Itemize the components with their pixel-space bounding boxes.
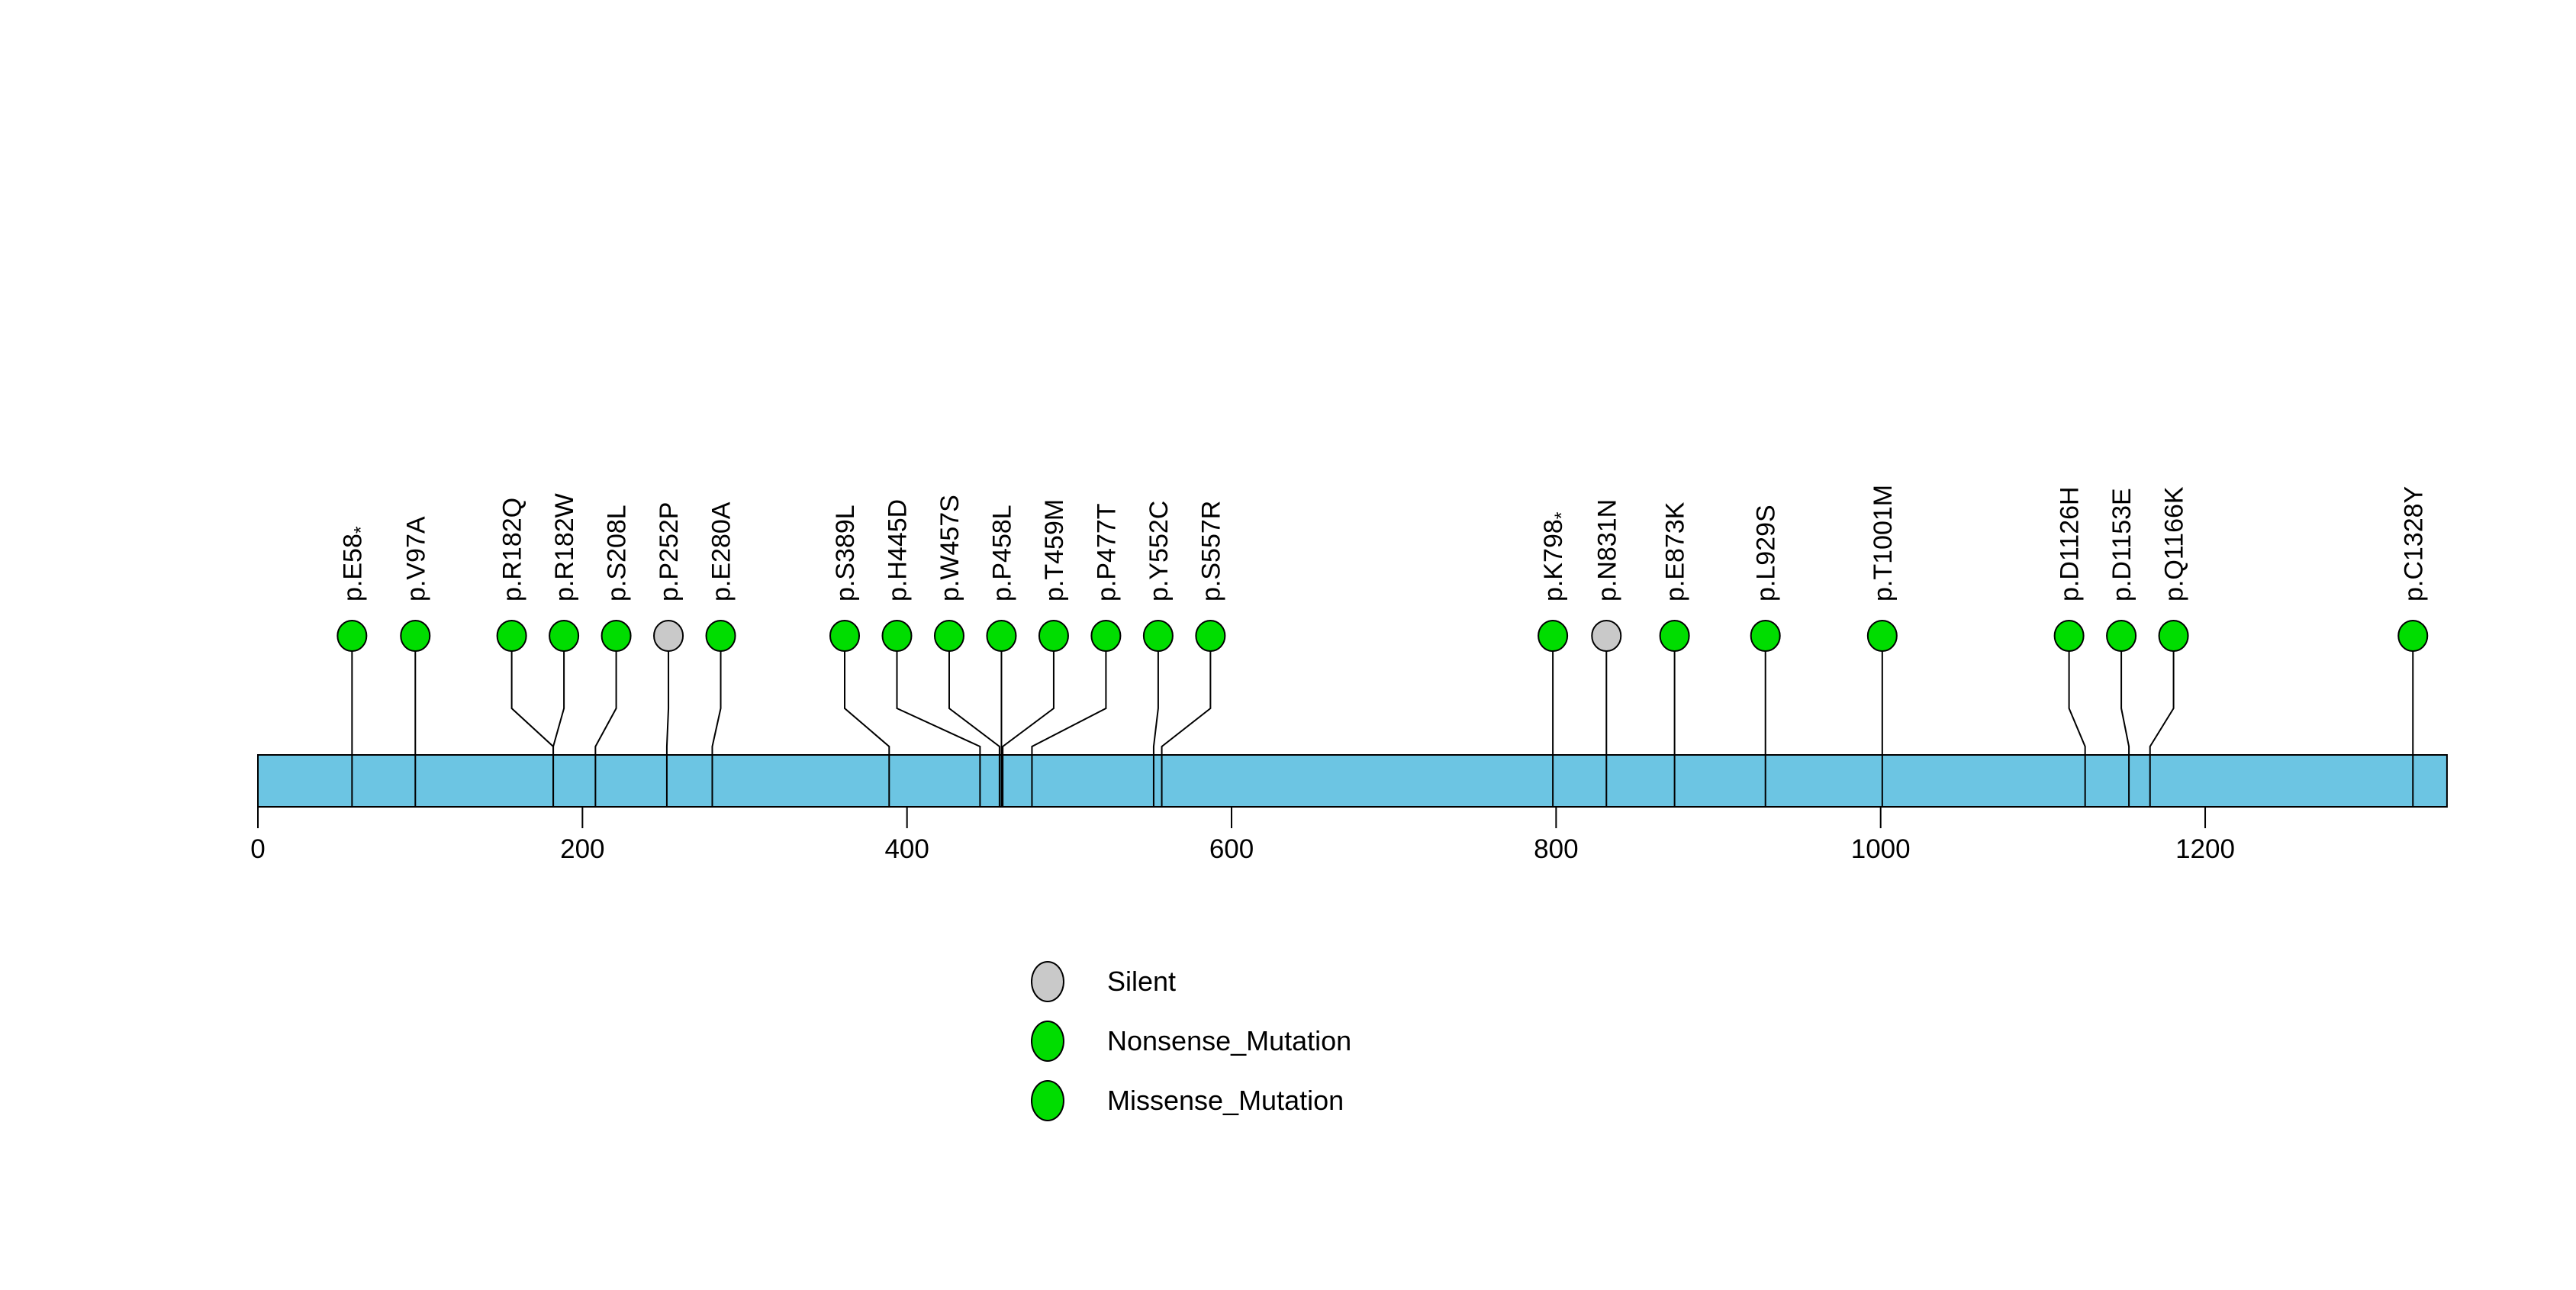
lollipop-stem-p-q1166k <box>2149 650 2175 807</box>
legend-swatch-silent <box>1031 961 1064 1002</box>
lollipop-circle-p-q1166k <box>2158 620 2189 652</box>
lollipop-circle-p-v97a <box>400 620 431 652</box>
lollipop-circle-p-e873k <box>1659 620 1690 652</box>
lollipop-circle-p-y552c <box>1142 620 1174 652</box>
lollipop-circle-p-c1328y <box>2397 620 2429 652</box>
lollipop-stem-p-h445d <box>896 650 981 807</box>
lollipop-circle-p-h445d <box>881 620 913 652</box>
lollipop-circle-p-t459m <box>1038 620 1069 652</box>
lollipop-label-p-p477t: p.P477T <box>1092 503 1121 601</box>
axis-tick-label-1000: 1000 <box>1851 834 1911 864</box>
lollipop-label-p-h445d: p.H445D <box>883 499 912 601</box>
legend-label-silent: Silent <box>1107 966 1177 997</box>
axis-tick-label-1200: 1200 <box>2175 834 2235 864</box>
lollipop-circle-p-e58 <box>336 620 368 652</box>
lollipop-label-p-y552c: p.Y552C <box>1145 501 1174 601</box>
lollipop-circle-p-k798 <box>1538 620 1569 652</box>
lollipop-label-p-t1001m: p.T1001M <box>1869 485 1898 601</box>
lollipop-circle-p-r182q <box>496 620 527 652</box>
lollipop-circle-p-s389l <box>829 620 861 652</box>
lollipop-label-p-k798: p.K798* <box>1539 511 1573 601</box>
lollipop-stem-p-s208l <box>594 650 617 807</box>
legend-swatch-missense-mutation <box>1031 1080 1064 1121</box>
lollipop-label-p-p252p: p.P252P <box>655 502 684 601</box>
lollipop-stem-p-t459m <box>1002 650 1055 807</box>
axis-tick-label-0: 0 <box>250 834 265 864</box>
lollipop-circle-p-n831n <box>1591 620 1622 652</box>
lollipop-stem-p-r182w <box>552 650 565 807</box>
lollipop-circle-p-p458l <box>986 620 1017 652</box>
lollipop-label-p-n831n: p.N831N <box>1592 499 1621 601</box>
lollipop-label-p-s557r: p.S557R <box>1196 501 1225 601</box>
lollipop-label-p-e873k: p.E873K <box>1661 501 1690 601</box>
legend-item-nonsense-mutation: Nonsense_Mutation <box>1031 1011 1351 1071</box>
legend-item-silent: Silent <box>1031 952 1351 1011</box>
lollipop-circle-p-d1153e <box>2106 620 2137 652</box>
lollipop-circle-p-e280a <box>705 620 736 652</box>
lollipop-stem-p-y552c <box>1152 650 1159 807</box>
lollipop-stem-p-e280a <box>711 650 722 807</box>
lollipop-label-p-t459m: p.T459M <box>1040 499 1069 601</box>
lollipop-circle-p-w457s <box>933 620 964 652</box>
lollipop-stem-p-d1126h <box>2068 650 2086 807</box>
lollipop-label-p-p458l: p.P458L <box>987 505 1016 601</box>
legend: Silent Nonsense_Mutation Missense_Mutati… <box>1031 952 1351 1130</box>
lollipop-label-p-l929s: p.L929S <box>1752 505 1781 601</box>
lollipop-stem-p-s557r <box>1161 650 1212 807</box>
lollipop-circle-p-p477t <box>1090 620 1122 652</box>
lollipop-label-p-s208l: p.S208L <box>603 505 632 601</box>
lollipop-label-p-e58: p.E58* <box>338 526 372 601</box>
lollipop-circle-p-r182w <box>549 620 580 652</box>
legend-swatch-nonsense-mutation <box>1031 1021 1064 1062</box>
legend-item-missense-mutation: Missense_Mutation <box>1031 1071 1351 1130</box>
lollipop-circle-p-s208l <box>601 620 632 652</box>
axis-tick-label-800: 800 <box>1534 834 1578 864</box>
lollipop-circle-p-l929s <box>1750 620 1781 652</box>
lollipop-circle-p-t1001m <box>1866 620 1898 652</box>
axis-tick-label-200: 200 <box>560 834 604 864</box>
axis-tick-label-600: 600 <box>1209 834 1254 864</box>
lollipop-stem-p-p252p <box>665 650 670 807</box>
lollipop-stem-p-p477t <box>1031 650 1107 807</box>
lollipop-stem-p-w457s <box>948 650 1000 807</box>
lollipop-circle-p-d1126h <box>2053 620 2085 652</box>
lollipop-label-p-r182q: p.R182Q <box>498 498 527 601</box>
lollipop-label-p-e280a: p.E280A <box>707 501 736 601</box>
lollipop-label-p-c1328y: p.C1328Y <box>2399 486 2428 601</box>
lollipop-label-p-d1153e: p.D1153E <box>2107 488 2136 601</box>
axis-tick-label-400: 400 <box>884 834 929 864</box>
lollipop-stem-p-s389l <box>844 650 890 807</box>
lollipop-label-p-q1166k: p.Q1166K <box>2160 486 2189 601</box>
legend-label-nonsense-mutation: Nonsense_Mutation <box>1107 1025 1352 1056</box>
lollipop-label-p-r182w: p.R182W <box>550 493 579 601</box>
lollipop-label-p-w457s: p.W457S <box>935 495 964 601</box>
lollipop-label-p-d1126h: p.D1126H <box>2056 486 2085 601</box>
lollipop-stem-p-d1153e <box>2120 650 2130 807</box>
protein-backbone <box>257 754 2448 808</box>
lollipop-circle-p-p252p <box>653 620 684 652</box>
legend-label-missense-mutation: Missense_Mutation <box>1107 1085 1344 1116</box>
lollipop-label-p-v97a: p.V97A <box>401 516 430 601</box>
lollipop-label-p-s389l: p.S389L <box>831 505 860 601</box>
lollipop-circle-p-s557r <box>1195 620 1226 652</box>
